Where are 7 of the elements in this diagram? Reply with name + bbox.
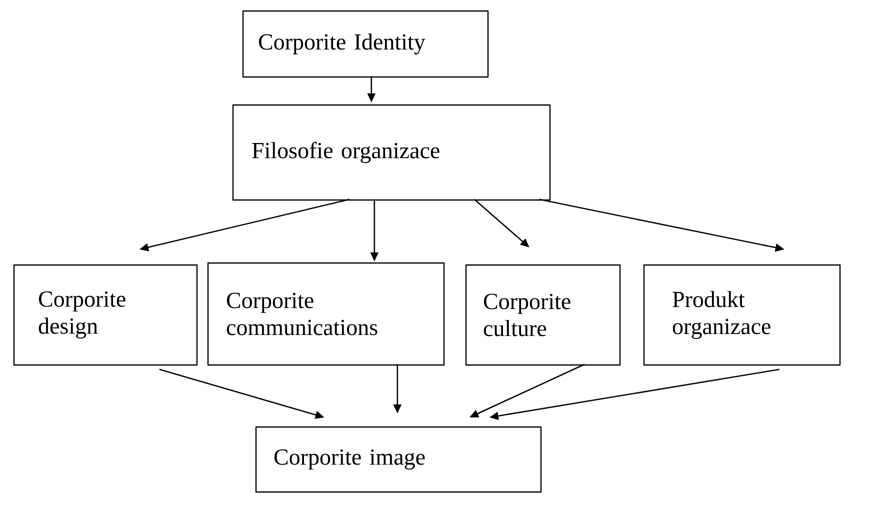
process-box: Corporite Identity [242, 10, 489, 78]
process-box: Corporite image [255, 426, 542, 493]
process-box: Corporite design [13, 264, 198, 366]
process-box: Produkt organizace [643, 264, 841, 366]
process-box: Filosofie organizace [232, 104, 551, 201]
process-box: Corporite communications [207, 262, 445, 366]
process-box: Corporite culture [465, 264, 621, 366]
